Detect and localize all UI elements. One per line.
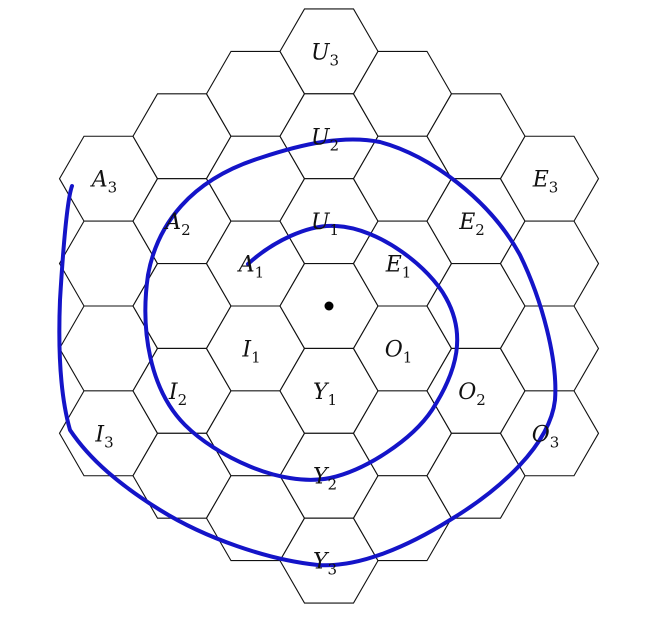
hex-label-i2: I2 — [168, 380, 187, 409]
hex-label-subscript: 2 — [475, 221, 485, 239]
hex-label-subscript: 1 — [251, 348, 261, 366]
hex-label-subscript: 1 — [402, 264, 412, 282]
hex-label-u3: U3 — [311, 40, 339, 69]
hex-label-subscript: 3 — [330, 51, 340, 69]
hex-label-subscript: 3 — [108, 179, 118, 197]
hex-label-letter: Y — [313, 380, 330, 405]
hex-label-letter: I — [168, 380, 179, 405]
hex-cell — [499, 390, 600, 477]
hex-label-subscript: 3 — [327, 561, 337, 579]
hex-label-subscript: 3 — [104, 433, 114, 451]
hex-label-letter: O — [385, 337, 403, 362]
hex-label-subscript: 3 — [550, 433, 560, 451]
hex-label-subscript: 3 — [549, 179, 559, 197]
hex-label-a3: A3 — [90, 168, 117, 197]
hex-label-letter: E — [532, 168, 549, 193]
hex-label-letter: I — [241, 337, 252, 362]
spiral-curve — [57, 137, 558, 568]
hex-grid — [58, 8, 600, 604]
hex-label-a1: A1 — [237, 253, 264, 282]
hex-label-letter: I — [94, 422, 105, 447]
hex-label-letter: Y — [313, 465, 330, 490]
hex-label-u1: U1 — [311, 210, 339, 239]
hex-label-letter: E — [385, 253, 402, 278]
hex-label-letter: U — [311, 40, 331, 65]
hex-label-o3: O3 — [532, 422, 560, 451]
hex-label-subscript: 2 — [476, 391, 486, 409]
hex-label-y1: Y1 — [313, 380, 337, 409]
hex-label-letter: U — [311, 210, 331, 235]
hex-label-subscript: 2 — [330, 136, 340, 154]
hex-label-y2: Y2 — [313, 465, 337, 494]
hex-label-subscript: 1 — [403, 348, 413, 366]
hex-label-letter: U — [311, 125, 331, 150]
hex-label-letter: A — [237, 253, 255, 278]
hex-label-letter: O — [458, 380, 476, 405]
hex-label-letter: E — [458, 210, 475, 235]
hex-label-e1: E1 — [385, 253, 412, 282]
hex-label-o2: O2 — [458, 380, 486, 409]
hex-label-subscript: 2 — [178, 391, 188, 409]
hex-label-u2: U2 — [311, 125, 339, 154]
center-dot — [324, 301, 334, 311]
hex-label-e2: E2 — [458, 210, 485, 239]
hex-label-subscript: 1 — [327, 391, 337, 409]
hex-label-i1: I1 — [241, 337, 260, 366]
hex-label-i3: I3 — [94, 422, 113, 451]
hex-label-subscript: 2 — [181, 221, 191, 239]
hex-label-e3: E3 — [532, 168, 559, 197]
hex-label-subscript: 1 — [330, 221, 340, 239]
hex-label-o1: O1 — [385, 337, 413, 366]
hex-label-letter: Y — [313, 550, 330, 575]
hex-label-subscript: 1 — [255, 264, 265, 282]
hex-label-letter: A — [90, 168, 108, 193]
hex-label-subscript: 2 — [327, 476, 337, 494]
hex-label-letter: A — [163, 210, 181, 235]
hex-label-y3: Y3 — [313, 550, 337, 579]
hex-label-a2: A2 — [163, 210, 190, 239]
hex-label-letter: O — [532, 422, 550, 447]
